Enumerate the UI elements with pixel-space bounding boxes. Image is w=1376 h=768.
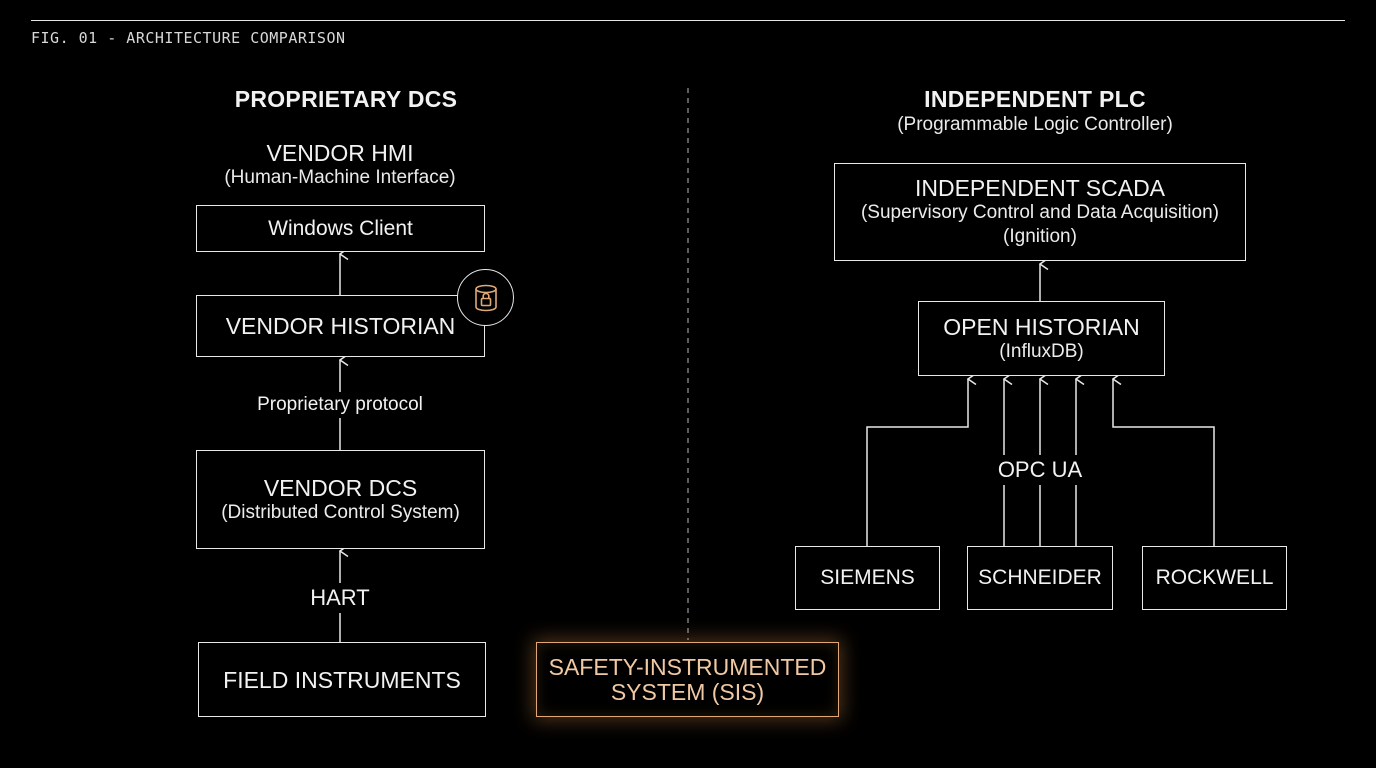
sis-line-2: SYSTEM (SIS)	[610, 678, 765, 705]
proprietary-protocol-label: Proprietary protocol	[240, 392, 440, 418]
right-heading: INDEPENDENT PLC	[924, 86, 1146, 112]
wire-rockwell	[1113, 379, 1215, 546]
siemens-label: SIEMENS	[820, 566, 915, 589]
schneider-label: SCHNEIDER	[978, 566, 1102, 589]
siemens-box: SIEMENS	[795, 546, 940, 610]
windows-client-label: Windows Client	[268, 216, 413, 240]
vendor-dcs-box: VENDOR DCS (Distributed Control System)	[196, 450, 485, 549]
rockwell-box: ROCKWELL	[1142, 546, 1287, 610]
wire-siemens	[866, 379, 968, 546]
database-lock-glyph	[474, 284, 497, 311]
windows-client-box: Windows Client	[196, 205, 485, 252]
left-heading: PROPRIETARY DCS	[234, 86, 458, 112]
open-historian-box: OPEN HISTORIAN (InfluxDB)	[918, 301, 1165, 376]
field-instruments-label: FIELD INSTRUMENTS	[223, 666, 461, 693]
hart-label: HART	[290, 583, 390, 613]
open-historian-subtitle: (InfluxDB)	[999, 340, 1084, 362]
sis-box: SAFETY-INSTRUMENTED SYSTEM (SIS)	[536, 642, 839, 717]
vendor-dcs-subtitle: (Distributed Control System)	[221, 501, 460, 523]
open-historian-title: OPEN HISTORIAN	[943, 313, 1140, 340]
opc-ua-label: OPC UA	[990, 455, 1090, 485]
scada-product: (Ignition)	[1003, 226, 1077, 247]
vendor-historian-label: VENDOR HISTORIAN	[225, 313, 456, 339]
right-heading-subtitle: (Programmable Logic Controller)	[897, 114, 1173, 135]
rockwell-label: ROCKWELL	[1155, 566, 1274, 589]
hmi-subtitle: (Human-Machine Interface)	[224, 167, 456, 188]
figure-label: FIG. 01 - ARCHITECTURE COMPARISON	[31, 29, 346, 47]
top-rule	[31, 20, 1345, 21]
scada-title: INDEPENDENT SCADA	[914, 175, 1166, 201]
vendor-historian-box: VENDOR HISTORIAN	[196, 295, 485, 357]
vendor-dcs-title: VENDOR DCS	[263, 474, 418, 501]
sis-line-1: SAFETY-INSTRUMENTED	[548, 653, 827, 680]
database-lock-icon	[457, 269, 514, 326]
scada-subtitle: (Supervisory Control and Data Acquisitio…	[860, 202, 1219, 223]
hmi-title: VENDOR HMI	[266, 140, 414, 166]
field-instruments-box: FIELD INSTRUMENTS	[198, 642, 486, 717]
schneider-box: SCHNEIDER	[967, 546, 1113, 610]
independent-scada-box: INDEPENDENT SCADA (Supervisory Control a…	[834, 163, 1246, 261]
